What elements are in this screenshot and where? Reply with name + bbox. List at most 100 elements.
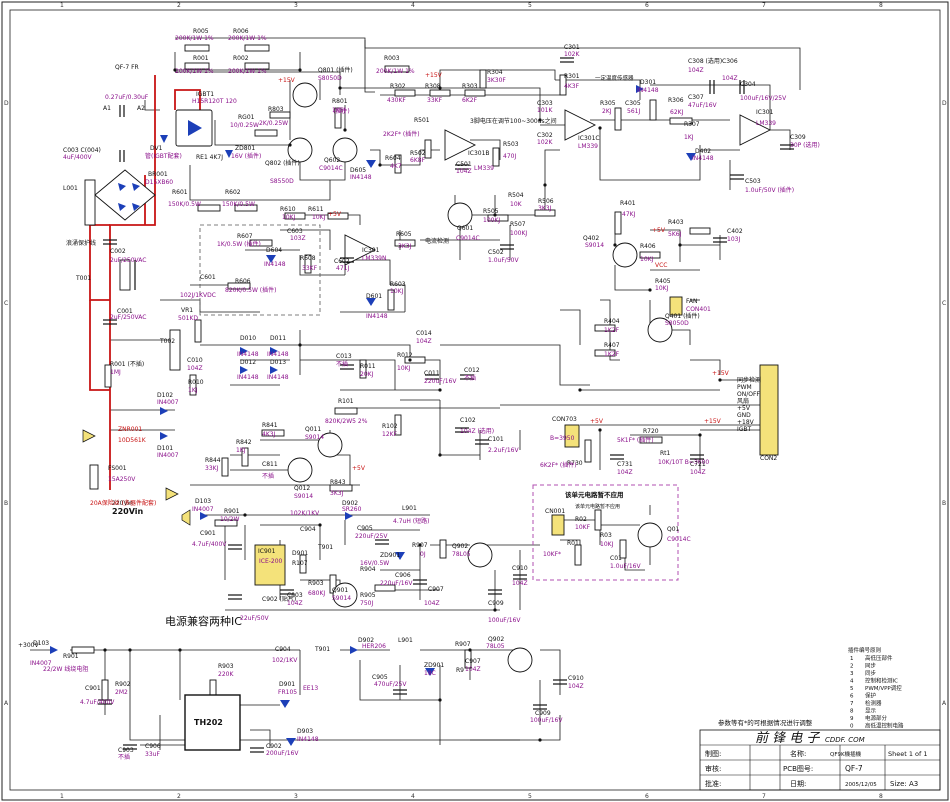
label-r001: R001 — [193, 55, 209, 62]
label-q401v: S8050D — [665, 320, 689, 327]
label-r407: R407 — [604, 342, 620, 349]
label-c102v: 104Z (选用) — [460, 427, 494, 435]
label-g1: (插件) — [333, 107, 350, 115]
label-ic301c: IC301C — [578, 135, 600, 142]
label-zd801: ZD801 — [235, 145, 255, 152]
grid-col-label: 1 — [60, 793, 64, 800]
label-c01v: 1.0uF/16V — [610, 563, 641, 570]
label-r005v: 200K/1W 1% — [175, 35, 214, 42]
grid-row-label: A — [4, 700, 9, 707]
t001-transformer — [119, 259, 131, 291]
label-d101v: IN4007 — [157, 452, 179, 459]
label-r606: R606 — [235, 278, 251, 285]
label-c301v: 102K — [564, 51, 580, 58]
label-r801: R801 — [332, 98, 348, 105]
label-fs001v: 15A250V — [108, 476, 136, 483]
label-c811v: 不插 — [262, 472, 274, 480]
grid-row-label: D — [942, 100, 947, 107]
grid-col-label: 2 — [177, 793, 181, 800]
label-qf7: QF-7 FR — [115, 64, 139, 71]
label-r301: R301 — [564, 73, 580, 80]
igbt-arrow-icon — [188, 120, 202, 136]
label-c902v: 22uF/50V — [240, 615, 270, 622]
label-c309: C309 — [790, 134, 806, 141]
grid-col-label: 1 — [60, 2, 64, 9]
ic301c-comparator — [564, 109, 597, 141]
label-r605: R605 — [396, 231, 412, 238]
label-r401v: 47KJ — [622, 211, 636, 218]
label-c904v: 102K/1KV — [290, 510, 320, 517]
label-r404: R404 — [604, 318, 620, 325]
label-r841: R841 — [262, 422, 278, 429]
label-c306: C306 — [722, 58, 738, 65]
label-c906v: 220uF/16V — [380, 580, 413, 587]
label-r006: R006 — [233, 28, 249, 35]
q01-transistor — [637, 522, 663, 548]
label-ic301cv: LM339 — [578, 143, 598, 150]
label-b-d103v: IN4007 — [30, 660, 52, 667]
label-fanv: CON401 — [686, 306, 711, 313]
grid-row-label: B — [942, 500, 946, 507]
label-cpin7: +18V — [737, 419, 755, 426]
label-a1: A1 — [103, 105, 111, 112]
label-r010: R010 — [188, 379, 204, 386]
label-b-c905: C905 — [372, 674, 388, 681]
label-con2: CON2 — [760, 455, 777, 462]
legend-text: 控制和检测IC — [865, 677, 898, 685]
label-r602: R602 — [225, 189, 241, 196]
label-p5a: +5V — [328, 211, 342, 218]
label-r607: R607 — [237, 233, 253, 240]
t002-transformer — [169, 329, 181, 371]
label-r001b: R001 (不插) — [110, 360, 144, 368]
label-dv1v: 管(IGBT配套) — [145, 152, 182, 160]
label-c011v: 220uF/16V — [424, 378, 457, 385]
label-b-c904v: 102/1KV — [272, 657, 298, 664]
label-r605v: 3K3J — [398, 243, 412, 250]
label-q602: Q602 — [324, 157, 340, 164]
label-b-r907: R907 — [455, 641, 471, 648]
label-p5c: +5V — [652, 227, 666, 234]
a-port-icon — [82, 429, 96, 443]
label-con703: CON703 — [552, 416, 577, 423]
label-r905: R905 — [360, 592, 376, 599]
label-r504: R504 — [508, 192, 524, 199]
label-b-c905v: 470uF/25V — [374, 681, 407, 688]
label-r02: R02 — [575, 516, 587, 523]
label-ccr: 3脚电压在调节100~300us之间 — [470, 117, 557, 125]
label-cpin8: IGBT — [737, 426, 752, 433]
grid-col-label: 6 — [645, 2, 649, 9]
label-r502v: 6K8F — [410, 157, 426, 164]
label-cpin5: +5V — [737, 405, 751, 412]
label-p15c: +15V — [712, 370, 730, 377]
label-r003v: 200K/1W 1% — [376, 68, 415, 75]
label-d301v: IN4148 — [637, 87, 659, 94]
name-value: QF9K機插機 — [830, 750, 862, 758]
legend-title: 插件编号原则 — [848, 646, 881, 654]
label-r010v: 1KJ — [188, 387, 198, 394]
label-c102: C102 — [460, 417, 476, 424]
label-c910v: 104Z — [512, 580, 528, 587]
th202-label: TH202 — [194, 718, 223, 727]
label-cpin1: 同步检测 — [737, 376, 761, 384]
label-vr1v: 501KD — [178, 315, 198, 322]
label-b-r902v: 2M2 — [115, 689, 128, 696]
label-b-t901: T901 — [314, 646, 330, 653]
check-label: 审核: — [705, 764, 721, 773]
label-c601v: 102J/1KVDC — [180, 292, 216, 299]
label-r501: R501 — [414, 117, 430, 124]
th202-chip — [184, 694, 241, 751]
label-b-c910: C910 — [568, 675, 584, 682]
label-p5d: +5V — [590, 418, 604, 425]
sheet-number: Sheet 1 of 1 — [888, 750, 928, 758]
label-r607v: 1K/0.5W (插件) — [217, 240, 261, 248]
label-r407v: 1K2F — [604, 351, 620, 358]
label-r801v: 1K5J — [332, 107, 346, 114]
q901-transistor — [332, 582, 358, 608]
label-r611v: 10KJ — [312, 214, 326, 221]
label-b-zd901: ZD901 — [424, 662, 444, 669]
label-c906: C906 — [395, 572, 411, 579]
legend-text: PWM/VPP调控 — [865, 684, 902, 692]
label-b-t901v: EE13 — [303, 685, 318, 692]
label-c603: C603 — [287, 228, 303, 235]
